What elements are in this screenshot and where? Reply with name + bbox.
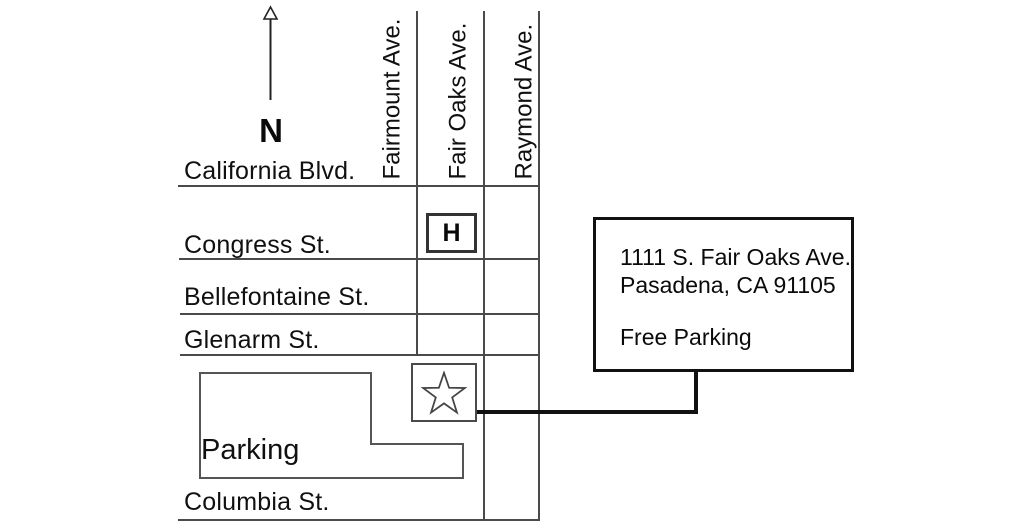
street-line-bellefontaine <box>180 313 540 315</box>
street-label-columbia: Columbia St. <box>184 488 330 516</box>
connector-line-vertical <box>694 370 698 414</box>
street-label-congress: Congress St. <box>184 231 331 259</box>
street-line-columbia <box>178 519 540 521</box>
hospital-marker-label: H <box>442 218 461 247</box>
hospital-marker-box: H <box>426 213 477 253</box>
parking-label: Parking <box>201 434 300 466</box>
avenue-line-raymond <box>538 11 540 521</box>
avenue-label-fairmount: Fairmount Ave. <box>378 18 406 180</box>
avenue-label-fair-oaks: Fair Oaks Ave. <box>444 22 472 180</box>
star-marker-box <box>411 363 477 422</box>
address-info-box: 1111 S. Fair Oaks Ave. Pasadena, CA 9110… <box>593 217 854 372</box>
address-line-1: 1111 S. Fair Oaks Ave. <box>620 244 851 270</box>
free-parking-note: Free Parking <box>620 324 752 350</box>
street-label-glenarm: Glenarm St. <box>184 326 320 354</box>
street-label-bellefontaine: Bellefontaine St. <box>184 283 370 311</box>
avenue-line-fair-oaks <box>483 11 485 521</box>
star-icon <box>421 370 467 415</box>
north-arrow-icon <box>262 5 279 100</box>
avenue-line-fairmount <box>416 11 418 356</box>
street-label-california: California Blvd. <box>184 157 356 185</box>
address-line-2: Pasadena, CA 91105 <box>620 272 836 298</box>
connector-line-horizontal <box>475 410 697 414</box>
avenue-label-raymond: Raymond Ave. <box>510 23 538 180</box>
street-line-congress <box>179 258 540 260</box>
compass-north-label: N <box>259 112 283 149</box>
street-line-glenarm <box>180 354 540 356</box>
street-line-california <box>178 185 540 187</box>
